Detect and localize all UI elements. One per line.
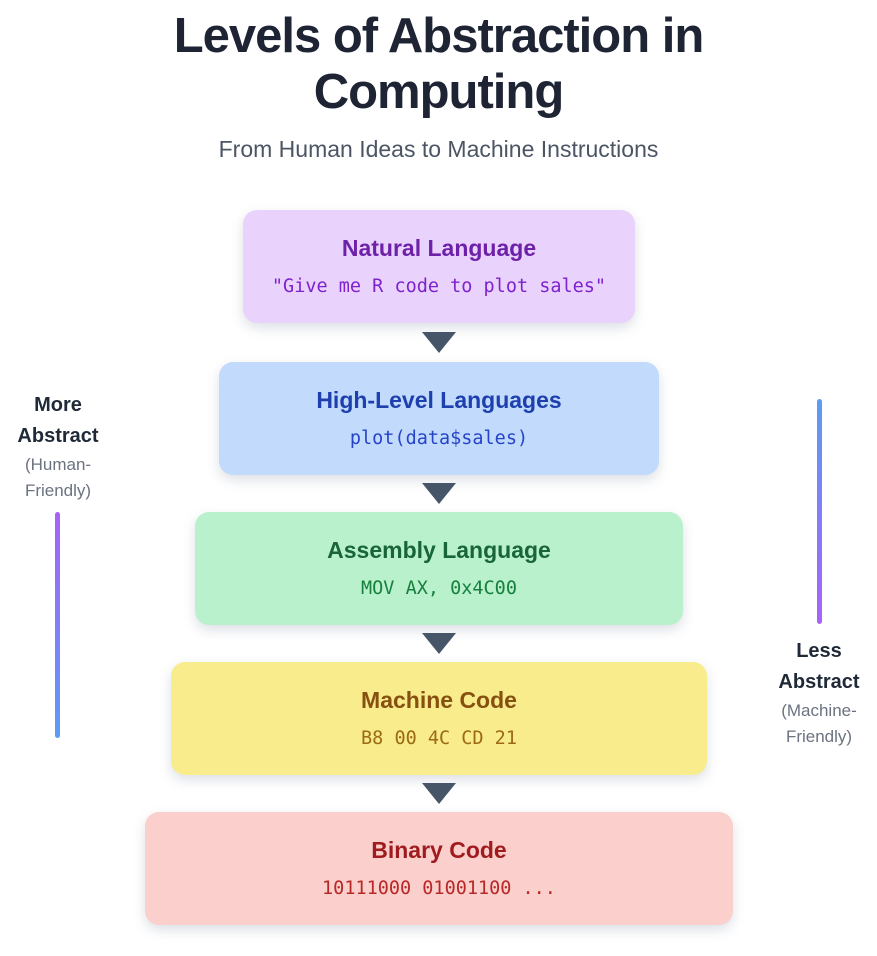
level-box-assembly-language: Assembly Language MOV AX, 0x4C00 bbox=[195, 512, 683, 625]
down-arrow-icon bbox=[422, 483, 456, 504]
level-code-example: B8 00 4C CD 21 bbox=[361, 727, 517, 749]
level-box-machine-code: Machine Code B8 00 4C CD 21 bbox=[171, 662, 707, 775]
page-subtitle: From Human Ideas to Machine Instructions bbox=[218, 136, 659, 162]
human-friendly-line1: (Human- bbox=[24, 455, 92, 474]
left-gradient-rail bbox=[55, 512, 60, 738]
level-title: Binary Code bbox=[371, 836, 507, 863]
right-gradient-rail bbox=[817, 399, 822, 624]
less-abstract-line1: Less bbox=[796, 640, 842, 662]
down-arrow-icon bbox=[422, 332, 456, 353]
level-code-example: MOV AX, 0x4C00 bbox=[361, 577, 517, 599]
more-abstract-line1: More bbox=[34, 394, 82, 416]
more-abstract-label: More Abstract (Human- Friendly) bbox=[0, 390, 116, 504]
machine-friendly-line1: (Machine- bbox=[781, 701, 857, 720]
level-box-binary-code: Binary Code 10111000 01001100 ... bbox=[145, 812, 733, 925]
level-box-natural-language: Natural Language "Give me R code to plot… bbox=[243, 210, 635, 323]
level-code-example: plot(data$sales) bbox=[349, 427, 529, 449]
level-title: High-Level Languages bbox=[316, 386, 562, 413]
level-title: Natural Language bbox=[341, 234, 537, 261]
down-arrow-icon bbox=[422, 633, 456, 654]
human-friendly-line2: Friendly) bbox=[24, 481, 92, 500]
level-code-example: "Give me R code to plot sales" bbox=[271, 275, 607, 297]
less-abstract-line2: Abstract bbox=[778, 671, 860, 693]
level-title: Assembly Language bbox=[327, 536, 551, 563]
level-code-example: 10111000 01001100 ... bbox=[322, 877, 556, 899]
more-abstract-line2: Abstract bbox=[17, 425, 99, 447]
page-title-text: Levels of Abstraction in Computing bbox=[173, 9, 705, 119]
level-box-high-level-languages: High-Level Languages plot(data$sales) bbox=[219, 362, 659, 475]
less-abstract-label: Less Abstract (Machine- Friendly) bbox=[758, 636, 877, 750]
level-title: Machine Code bbox=[361, 686, 517, 713]
down-arrow-icon bbox=[422, 783, 456, 804]
machine-friendly-line2: Friendly) bbox=[785, 727, 853, 746]
page-title: Levels of Abstraction in Computing bbox=[0, 8, 877, 120]
